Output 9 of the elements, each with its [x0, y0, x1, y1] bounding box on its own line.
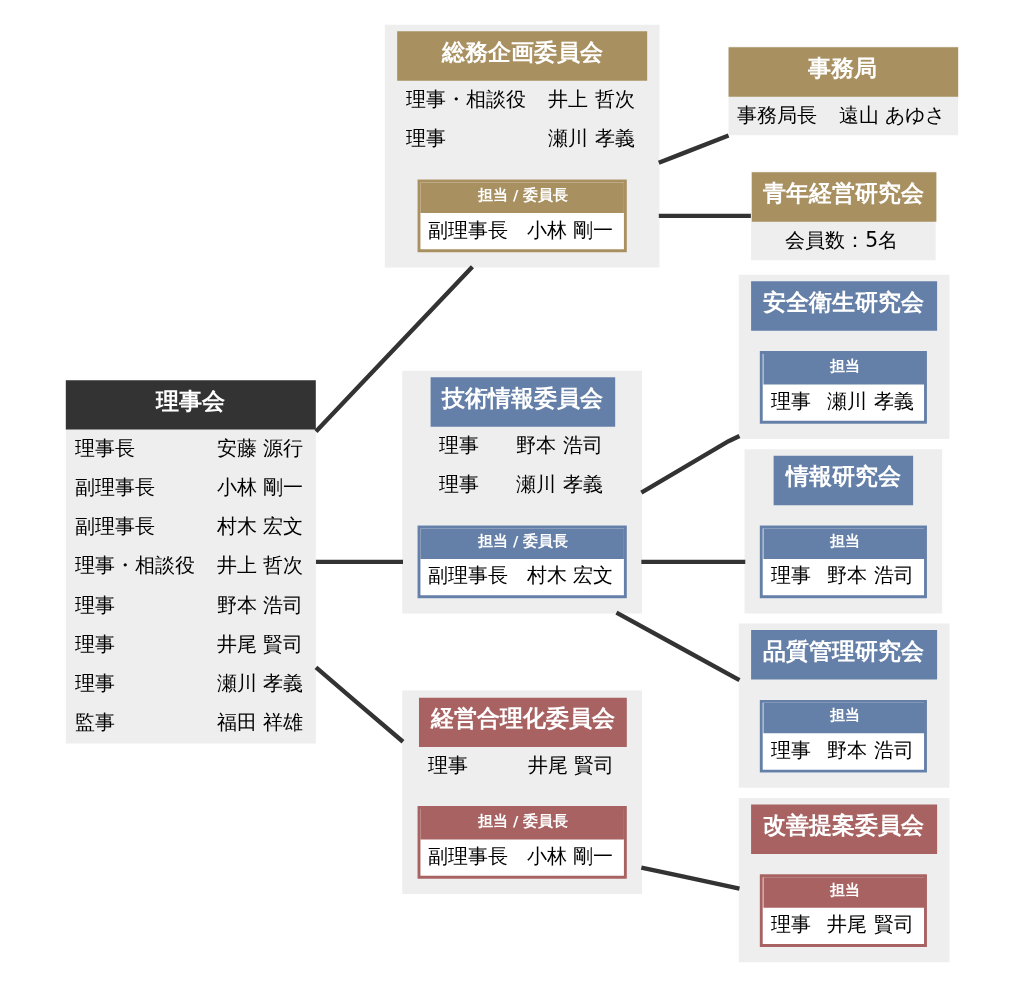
connector: [640, 434, 741, 495]
connector: [615, 610, 741, 682]
connector: [641, 559, 746, 564]
connector: [314, 265, 474, 434]
connector: [640, 865, 740, 891]
connector: [315, 559, 403, 564]
connector: [314, 665, 405, 744]
connector: [658, 133, 730, 165]
connector: [658, 213, 751, 219]
